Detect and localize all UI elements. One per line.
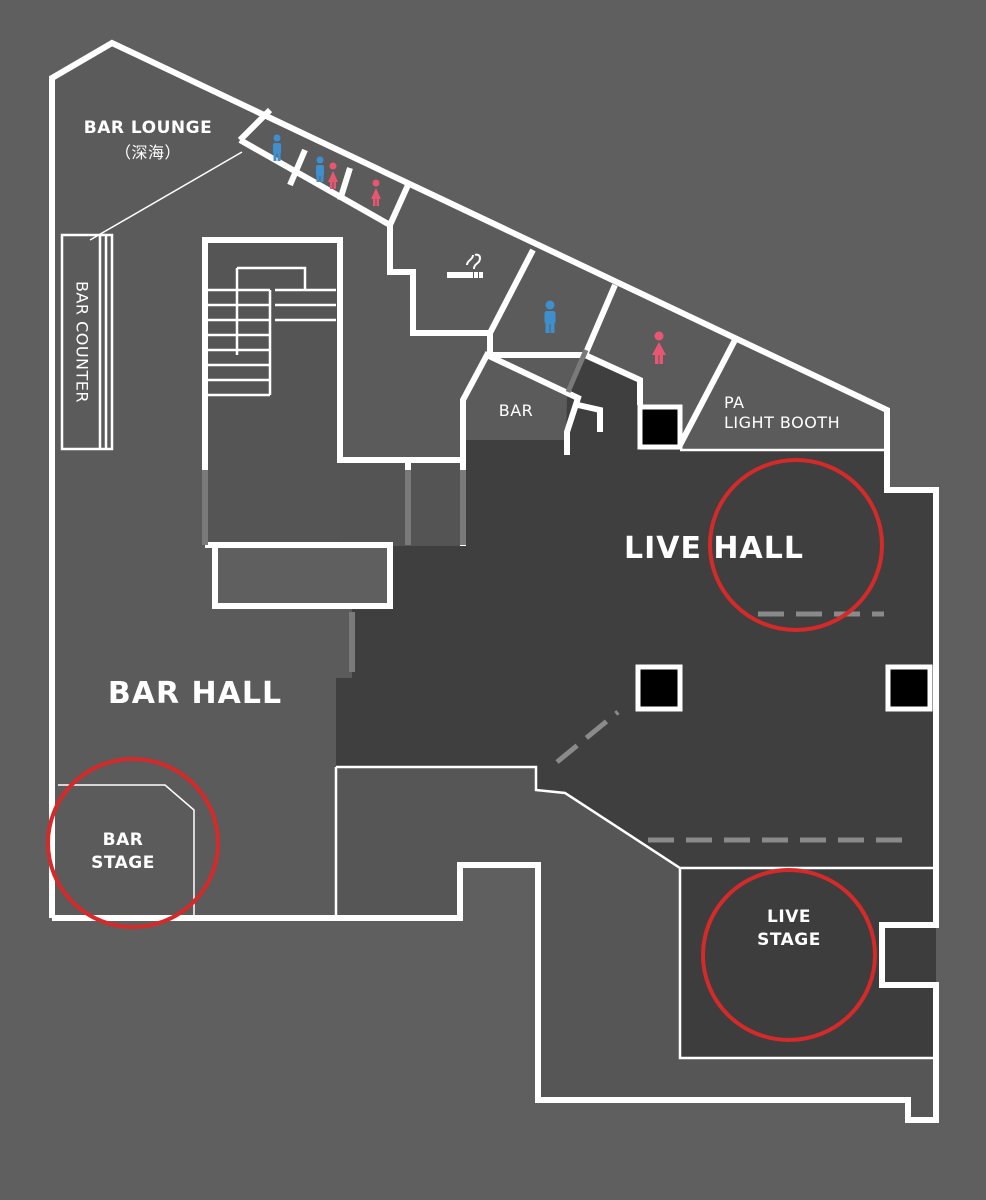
smoking-area-icon	[447, 253, 483, 278]
bar-stage-label-2: STAGE	[91, 853, 155, 873]
live-stage-floor	[680, 868, 936, 1058]
bar-stage-label-1: BAR	[103, 830, 144, 850]
bar-counter-label: BAR COUNTER	[73, 281, 92, 403]
bar-stage-highlight-ring	[46, 757, 220, 929]
door-gap	[565, 349, 589, 393]
pillar-2	[635, 664, 683, 712]
toilet-wall	[487, 283, 738, 447]
live-stage-highlight-ring	[701, 868, 877, 1042]
bar-hall-label: BAR HALL	[108, 676, 282, 711]
bar-hall-floor-lower	[52, 545, 352, 918]
bar-kiosk-label: BAR	[499, 401, 534, 420]
restroom-wall	[237, 107, 536, 336]
live-hall-lower-wall	[334, 765, 936, 1060]
lounge-divider	[89, 151, 243, 241]
female-restroom-icon	[371, 179, 381, 206]
stair-inner	[205, 266, 336, 397]
pillar-3	[885, 664, 933, 712]
pa-label: PA	[724, 393, 745, 412]
live-hall-floor-upper	[463, 355, 640, 450]
light-booth-label: LIGHT BOOTH	[724, 413, 840, 432]
live-stage-label-1: LIVE	[767, 907, 811, 927]
pillar-1	[637, 404, 683, 450]
stair-landing	[340, 460, 463, 546]
bar-counter	[60, 233, 114, 451]
stair-doors	[202, 470, 466, 672]
stair-block	[205, 240, 340, 545]
lower-corridor-floor	[336, 767, 936, 1120]
outer-wall-right	[879, 868, 939, 1060]
male-restroom-icon	[273, 134, 281, 161]
live-hall-label: LIVE HALL	[624, 531, 804, 566]
dashed-line-3	[555, 710, 620, 764]
bar-lounge-label: BAR LOUNGE	[84, 118, 212, 138]
bar-kiosk-wall	[460, 351, 603, 546]
bar-stage-outline	[58, 784, 195, 918]
live-hall-highlight-ring	[708, 458, 884, 632]
female-restroom-icon	[652, 331, 666, 364]
male-restroom-icon	[544, 300, 556, 333]
bar-lounge-sublabel: （深海）	[115, 143, 181, 162]
unisex-restroom-icon	[316, 156, 338, 189]
live-stage-label-2: STAGE	[757, 930, 821, 950]
live-hall-floor	[336, 450, 936, 868]
